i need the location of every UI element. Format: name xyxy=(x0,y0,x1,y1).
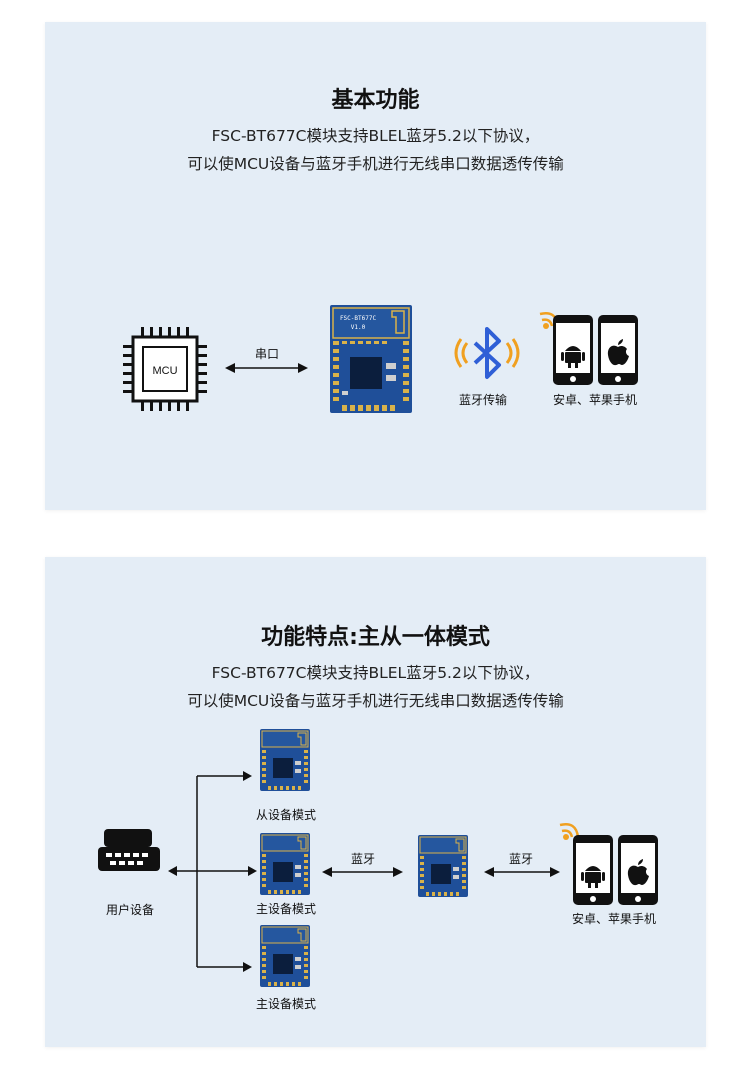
mcu-chip-icon: MCU xyxy=(121,325,209,413)
bluetooth-double-arrow-right xyxy=(484,867,560,877)
slave-module-image xyxy=(259,728,311,792)
slave-mode-label: 从设备模式 xyxy=(256,808,316,822)
branch-arrows xyxy=(168,771,257,972)
user-device-label: 用户设备 xyxy=(106,902,154,917)
section-description-line1: FSC-BT677C模块支持BLEL蓝牙5.2以下协议， xyxy=(211,127,540,145)
master-mode-label-2: 主设备模式 xyxy=(256,997,316,1011)
apple-phone-icon xyxy=(618,835,658,905)
section-description-line2: 可以使MCU设备与蓝牙手机进行无线串口数据透传传输 xyxy=(187,155,564,173)
android-phone-icon xyxy=(553,315,593,385)
bluetooth-transfer-label: 蓝牙传输 xyxy=(459,392,507,407)
serial-label: 串口 xyxy=(255,347,279,361)
module-name-label: FSC-BT677C xyxy=(340,315,377,322)
android-phone-icon xyxy=(573,835,613,905)
serial-double-arrow-icon xyxy=(225,363,308,373)
module-version-label: V1.0 xyxy=(351,324,366,331)
bluetooth-icon xyxy=(454,327,520,379)
phone-label: 安卓、苹果手机 xyxy=(572,911,656,926)
section-title: 功能特点:主从一体模式 xyxy=(261,625,490,650)
bluetooth-label-left: 蓝牙 xyxy=(351,852,375,866)
phone-label: 安卓、苹果手机 xyxy=(553,392,637,407)
apple-phone-icon xyxy=(598,315,638,385)
wifi-signal-icon xyxy=(559,823,580,840)
section-description-line2: 可以使MCU设备与蓝牙手机进行无线串口数据透传传输 xyxy=(187,692,564,710)
section-title: 基本功能 xyxy=(331,88,420,113)
master-mode-label-1: 主设备模式 xyxy=(256,902,316,916)
section-description-line1: FSC-BT677C模块支持BLEL蓝牙5.2以下协议， xyxy=(211,664,540,682)
basic-function-diagram: MCU 串口 FSC-BT677C V1.0 xyxy=(121,305,638,413)
bluetooth-label-right: 蓝牙 xyxy=(509,852,533,866)
basic-function-card: 基本功能 FSC-BT677C模块支持BLEL蓝牙5.2以下协议， 可以使MCU… xyxy=(45,22,706,510)
bluetooth-double-arrow-left xyxy=(322,867,403,877)
bluetooth-module-image: FSC-BT677C V1.0 xyxy=(330,305,412,413)
master-module-image-1 xyxy=(259,832,311,896)
center-module-image xyxy=(417,834,469,898)
master-slave-diagram: 用户设备 从设备模式 主设备模式 主设备模式 蓝牙 xyxy=(98,728,658,1011)
master-module-image-2 xyxy=(259,924,311,988)
mcu-label: MCU xyxy=(152,365,177,377)
master-slave-card: 功能特点:主从一体模式 FSC-BT677C模块支持BLEL蓝牙5.2以下协议，… xyxy=(45,557,706,1047)
user-device-icon xyxy=(98,829,160,871)
